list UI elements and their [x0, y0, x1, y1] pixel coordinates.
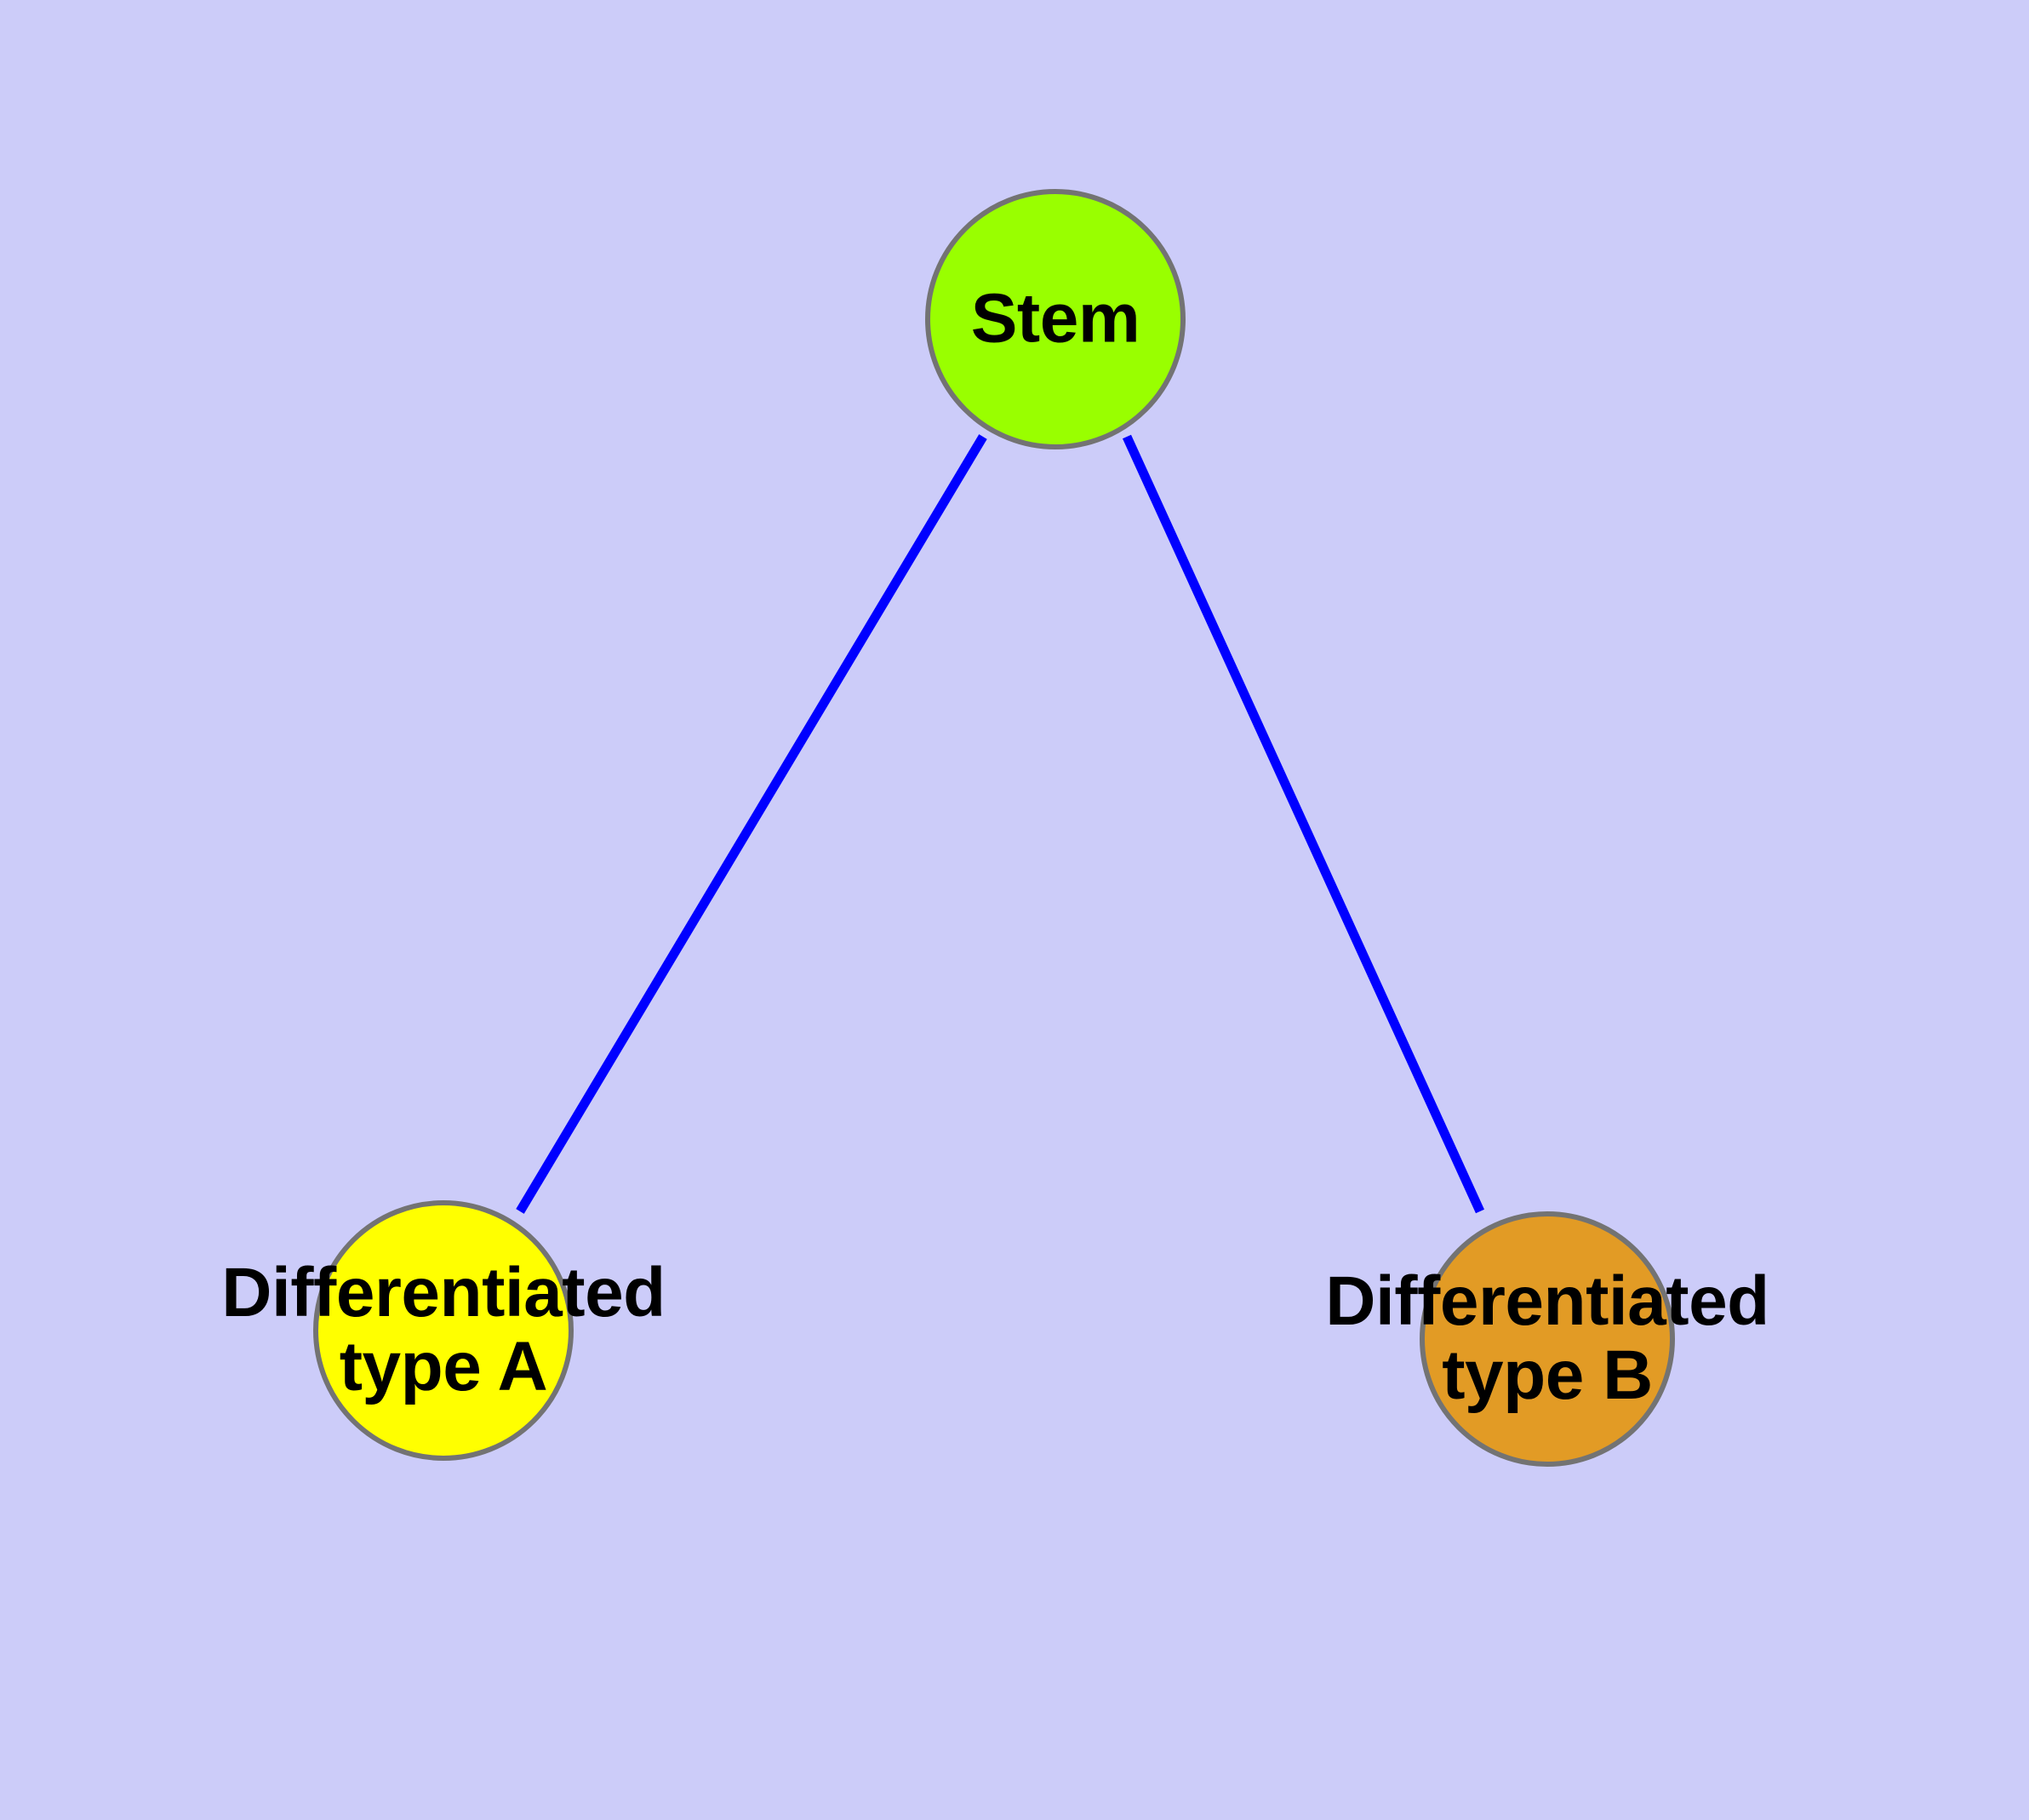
- node-stem[interactable]: Stem: [925, 189, 1186, 449]
- node-stem-label: Stem: [970, 279, 1140, 358]
- edge-stem-to-diff-a: [516, 434, 987, 1214]
- edge-stem-to-diff-b: [1122, 434, 1485, 1214]
- node-differentiated-type-a[interactable]: Differentiated type A: [221, 1200, 666, 1461]
- node-differentiated-type-b[interactable]: Differentiated type B: [1325, 1211, 1769, 1467]
